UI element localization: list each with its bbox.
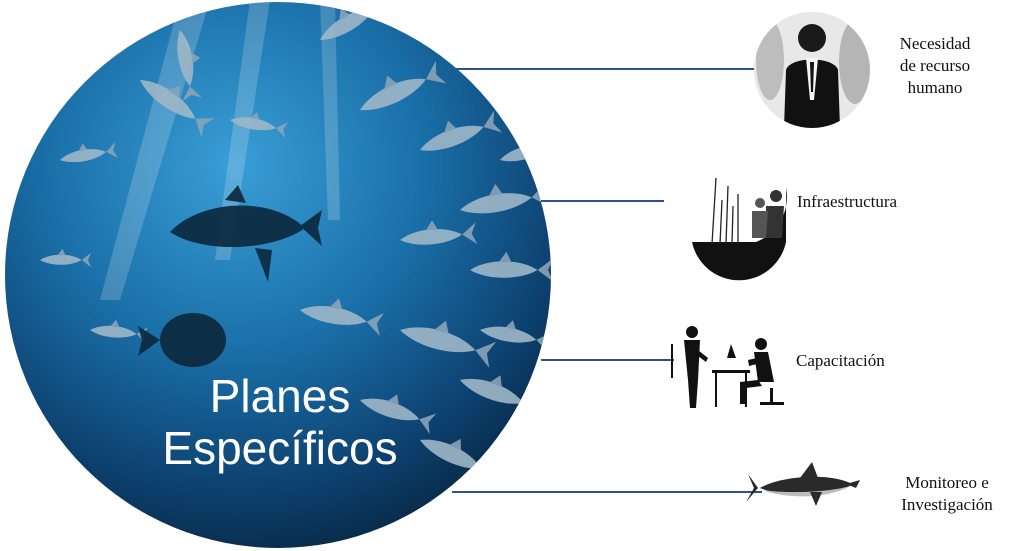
dark-fish: [138, 185, 322, 367]
item-3-line-1: Capacitación: [796, 351, 885, 370]
item-4-line-1: Monitoreo e: [905, 473, 989, 492]
item-label-recurso-humano: Necesidad de recurso humano: [882, 33, 988, 99]
item-label-monitoreo: Monitoreo e Investigación: [882, 472, 1012, 516]
infrastructure-icon: [692, 177, 787, 281]
item-1-line-3: humano: [907, 78, 963, 97]
center-title-line-1: Planes: [209, 370, 351, 422]
business-people-icon: [754, 12, 870, 128]
item-1-line-2: de recurso: [899, 56, 971, 75]
training-icon: [671, 326, 784, 408]
center-title: Planes Específicos: [110, 370, 450, 474]
item-label-infraestructura: Infraestructura: [797, 191, 897, 213]
ocean-circle: [5, 2, 551, 548]
item-4-line-2: Investigación: [901, 495, 993, 514]
item-2-line-1: Infraestructura: [797, 192, 898, 211]
connector-lines: [452, 68, 762, 493]
item-label-capacitacion: Capacitación: [796, 350, 885, 372]
shark-icon: [746, 462, 860, 506]
center-title-line-2: Específicos: [162, 422, 398, 474]
item-1-line-1: Necesidad: [899, 34, 971, 53]
